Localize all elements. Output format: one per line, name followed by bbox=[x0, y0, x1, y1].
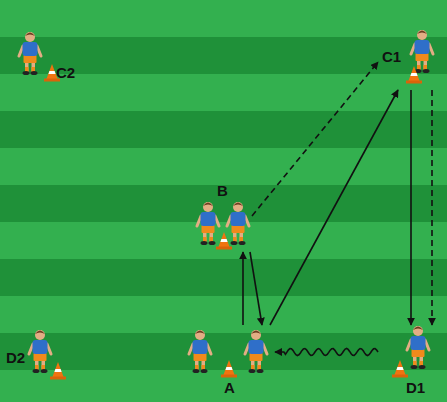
grass-stripe bbox=[0, 222, 447, 259]
player-figure bbox=[19, 32, 41, 75]
player-figure bbox=[411, 30, 433, 73]
dribble-arrow bbox=[275, 349, 378, 356]
cone-marker bbox=[216, 232, 232, 250]
position-label: D2 bbox=[6, 349, 25, 366]
player-figure bbox=[245, 330, 267, 373]
player-figure bbox=[407, 326, 429, 369]
cone-marker bbox=[392, 360, 408, 378]
position-label: B bbox=[217, 182, 228, 199]
grass-stripe bbox=[0, 148, 447, 185]
pass-arrow bbox=[270, 90, 398, 325]
position-label: A bbox=[224, 379, 235, 396]
player-figure bbox=[197, 202, 219, 245]
player-figure bbox=[189, 330, 211, 373]
player-position: C1 bbox=[378, 28, 442, 90]
player-position: D2 bbox=[2, 325, 70, 387]
pass-arrow bbox=[410, 90, 412, 325]
connector-group bbox=[243, 62, 432, 355]
cone-marker bbox=[50, 362, 66, 380]
player-position: B bbox=[195, 182, 252, 252]
player-position: C2 bbox=[12, 28, 82, 90]
grass-stripe bbox=[0, 0, 447, 37]
player-figure bbox=[29, 330, 51, 373]
player-position: A bbox=[185, 325, 275, 398]
players-and-cones bbox=[19, 30, 433, 380]
grass-stripe bbox=[0, 333, 447, 370]
cone-marker bbox=[406, 66, 422, 84]
run-arrow bbox=[252, 62, 378, 216]
position-label: C1 bbox=[382, 48, 401, 65]
player-figure bbox=[227, 202, 249, 245]
cone-marker bbox=[221, 360, 237, 378]
position-label: C2 bbox=[56, 64, 75, 81]
grass-stripe bbox=[0, 111, 447, 148]
grass-stripe bbox=[0, 296, 447, 333]
run-arrow bbox=[431, 90, 433, 325]
grass-stripe bbox=[0, 259, 447, 296]
pass-arrow bbox=[250, 252, 262, 325]
pass-arrow bbox=[242, 252, 244, 325]
player-position: D1 bbox=[378, 325, 442, 399]
position-label: D1 bbox=[406, 379, 425, 396]
